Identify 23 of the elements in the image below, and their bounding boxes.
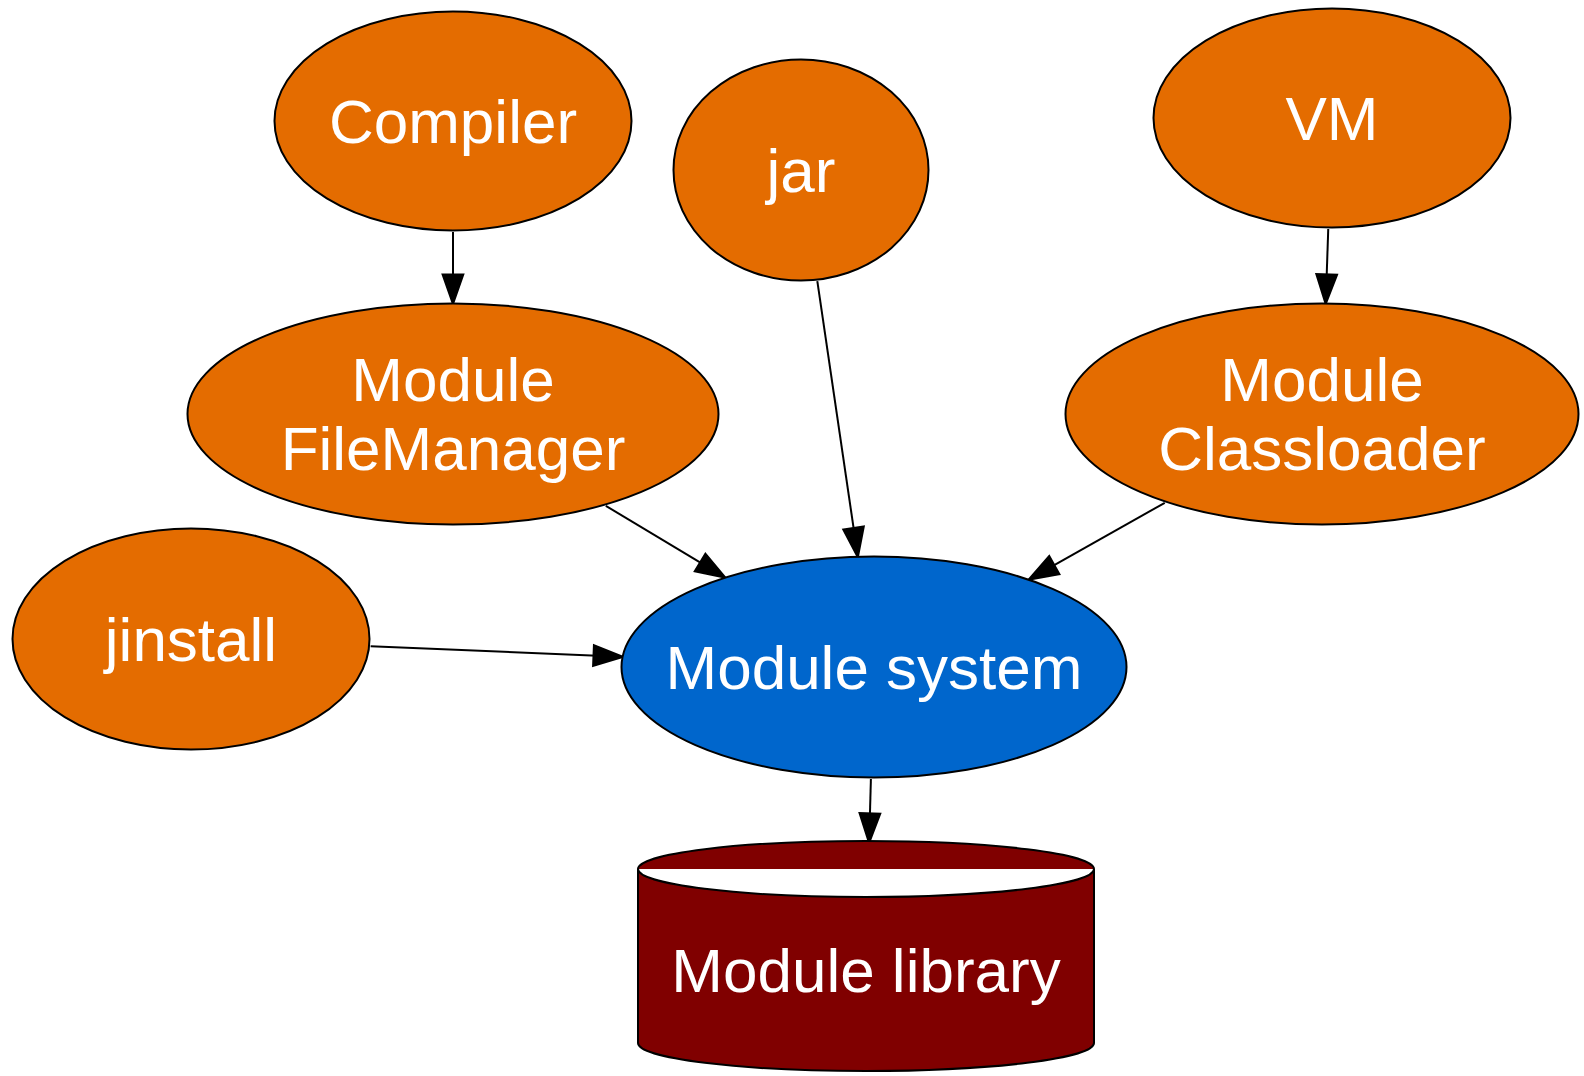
ellipse-node <box>273 10 633 232</box>
arrow <box>442 231 464 304</box>
arrow <box>1316 228 1337 304</box>
ellipse-node <box>672 58 930 282</box>
node-label: Module library <box>670 935 1062 1005</box>
ellipse-node <box>1064 302 1580 526</box>
ellipse-node <box>186 302 720 526</box>
node-label: VM <box>1284 83 1380 153</box>
arrow <box>1029 501 1166 580</box>
arrow <box>604 504 725 578</box>
ellipse-node <box>11 527 371 751</box>
node-label: Compiler <box>327 86 579 156</box>
ellipse-node <box>620 555 1128 779</box>
ellipse-node <box>1152 7 1512 229</box>
node-label: jar <box>764 135 837 205</box>
cylinder-node <box>637 841 1095 1071</box>
node-label: Module FileManager <box>279 344 627 484</box>
node-label: jinstall <box>102 604 279 674</box>
arrow <box>859 778 881 843</box>
node-label: Module Classloader <box>1157 344 1487 484</box>
node-label: Module system <box>664 632 1084 702</box>
arrow <box>369 645 623 666</box>
arrow <box>816 280 864 557</box>
